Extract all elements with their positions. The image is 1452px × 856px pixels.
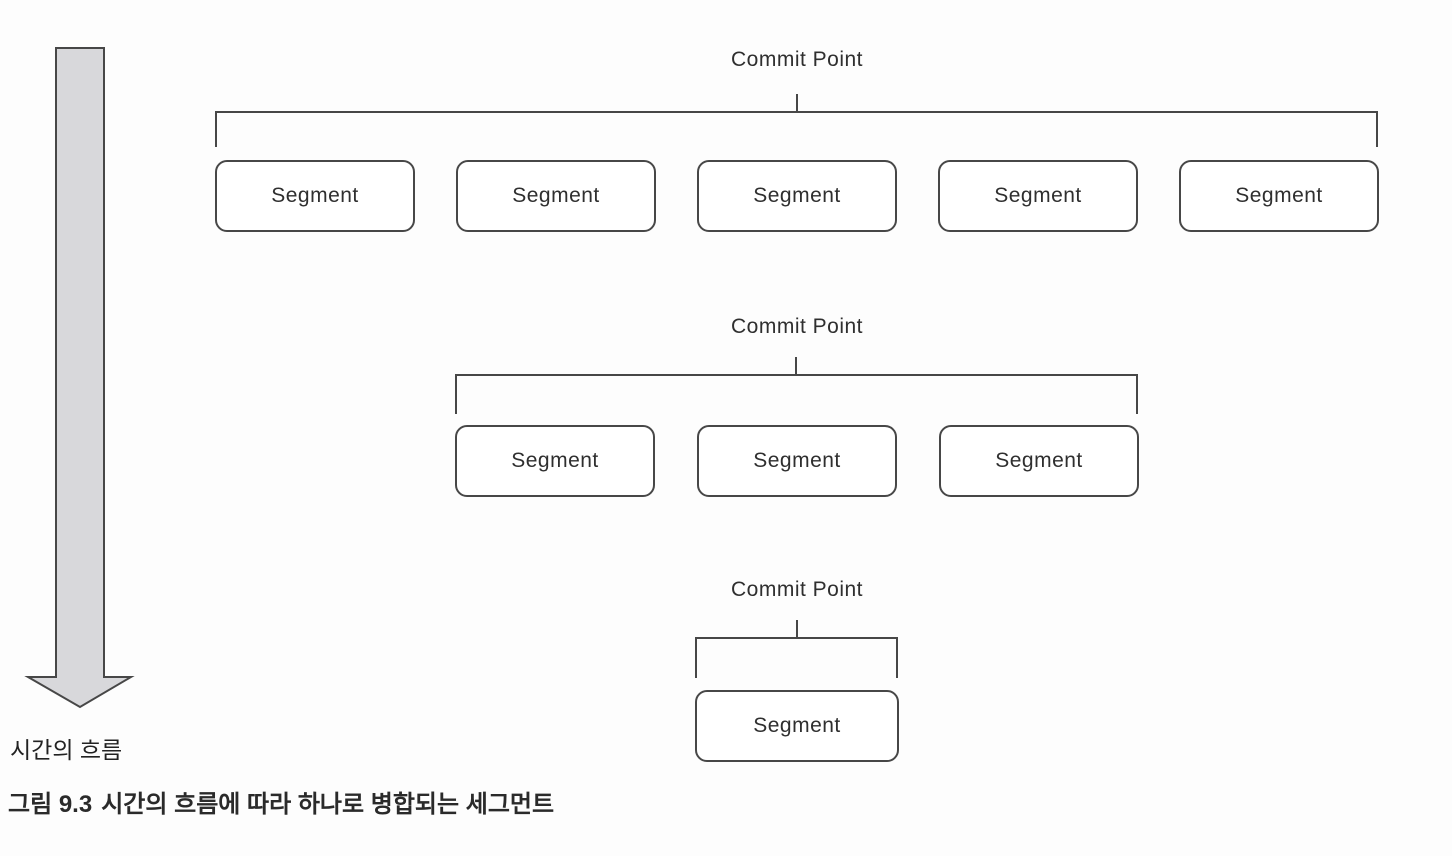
commit-bracket [695,637,898,678]
commit-point-label: Commit Point [730,315,864,338]
figure-caption: 그림 9.3 시간의 흐름에 따라 하나로 병합되는 세그먼트 [8,784,554,819]
segment-box: Segment [455,425,655,497]
commit-tick-line [795,357,797,375]
commit-point-label: Commit Point [730,48,864,71]
down-arrow-icon [24,47,135,709]
figure-caption-number: 그림 9.3 [8,791,93,818]
segment-box: Segment [939,425,1139,497]
segment-box: Segment [938,160,1138,232]
commit-bracket [455,374,1138,414]
commit-bracket [215,111,1378,147]
figure-caption-text: 시간의 흐름에 따라 하나로 병합되는 세그먼트 [101,791,555,818]
segment-box: Segment [697,160,897,232]
segment-row: Segment Segment Segment [455,425,1139,497]
time-flow-arrow [24,47,135,709]
segment-box: Segment [695,690,899,762]
time-flow-label: 시간의 흐름 [10,737,123,763]
segment-box: Segment [697,425,897,497]
commit-tick-line [796,94,798,112]
segment-box: Segment [456,160,656,232]
commit-point-label: Commit Point [730,578,864,601]
commit-tick-line [796,620,798,637]
segment-row: Segment Segment Segment Segment Segment [215,160,1379,232]
segment-box: Segment [1179,160,1379,232]
segment-row: Segment [695,690,899,762]
segment-box: Segment [215,160,415,232]
